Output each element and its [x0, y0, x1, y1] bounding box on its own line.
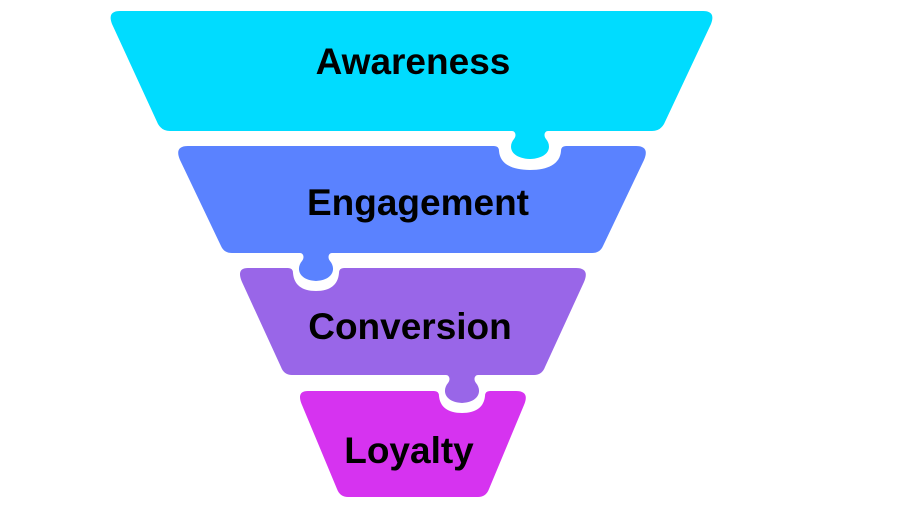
stage-label-engagement: Engagement [307, 182, 529, 223]
funnel-stage-awareness: Awareness [110, 11, 713, 159]
stage-label-loyalty: Loyalty [344, 430, 474, 471]
stage-shape-conversion [240, 268, 586, 403]
stage-label-awareness: Awareness [316, 41, 511, 82]
funnel-stage-loyalty: Loyalty [300, 391, 526, 497]
stage-shape-engagement [178, 146, 646, 281]
funnel-stage-engagement: Engagement [178, 146, 646, 281]
stage-label-conversion: Conversion [308, 306, 512, 347]
stage-shape-awareness [110, 11, 713, 159]
funnel-stage-conversion: Conversion [240, 268, 586, 403]
stage-shape-loyalty [300, 391, 526, 497]
